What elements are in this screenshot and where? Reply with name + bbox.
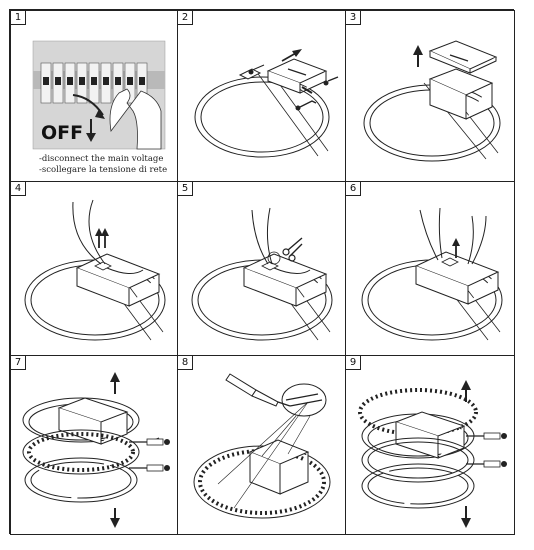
soldering-illustration <box>193 373 331 519</box>
scissors-icon <box>282 237 303 262</box>
step-3-panel: 3 <box>345 10 515 182</box>
step-number: 2 <box>178 11 193 25</box>
bracket-lift-illustration <box>363 40 501 162</box>
step-number: 4 <box>11 182 26 196</box>
step-4-panel: 4 <box>10 181 178 356</box>
step-2-panel: 2 <box>177 10 346 182</box>
wire-cut-illustration <box>191 207 333 341</box>
step-1-panel: 1 OFF -discon <box>10 10 178 182</box>
step-number: 1 <box>11 11 26 25</box>
caption-english: -disconnect the main voltage <box>39 154 164 164</box>
off-label: OFF <box>41 122 83 144</box>
step-number: 9 <box>346 356 361 370</box>
breaker-illustration: OFF <box>32 40 166 150</box>
step-8-panel: 8 <box>177 355 346 535</box>
step-7-panel: 7 <box>10 355 178 535</box>
connector-removal-illustration <box>361 207 503 341</box>
ring-separation-illustration <box>22 372 170 528</box>
instruction-sheet: 1 OFF -discon <box>9 9 515 535</box>
caption-italian: -scollegare la tensione di rete <box>39 165 168 175</box>
step-number: 7 <box>11 356 26 370</box>
bracket-removal-illustration <box>194 49 339 158</box>
step-5-panel: 5 <box>177 181 346 356</box>
step-number: 8 <box>178 356 193 370</box>
step-number: 6 <box>346 182 361 196</box>
soldering-iron-icon <box>225 373 291 407</box>
wire-pull-illustration <box>24 199 166 341</box>
step-9-panel: 9 <box>345 355 515 535</box>
step-number: 3 <box>346 11 361 25</box>
step-number: 5 <box>178 182 193 196</box>
ring-reassembly-illustration <box>358 380 507 528</box>
step-6-panel: 6 <box>345 181 515 356</box>
